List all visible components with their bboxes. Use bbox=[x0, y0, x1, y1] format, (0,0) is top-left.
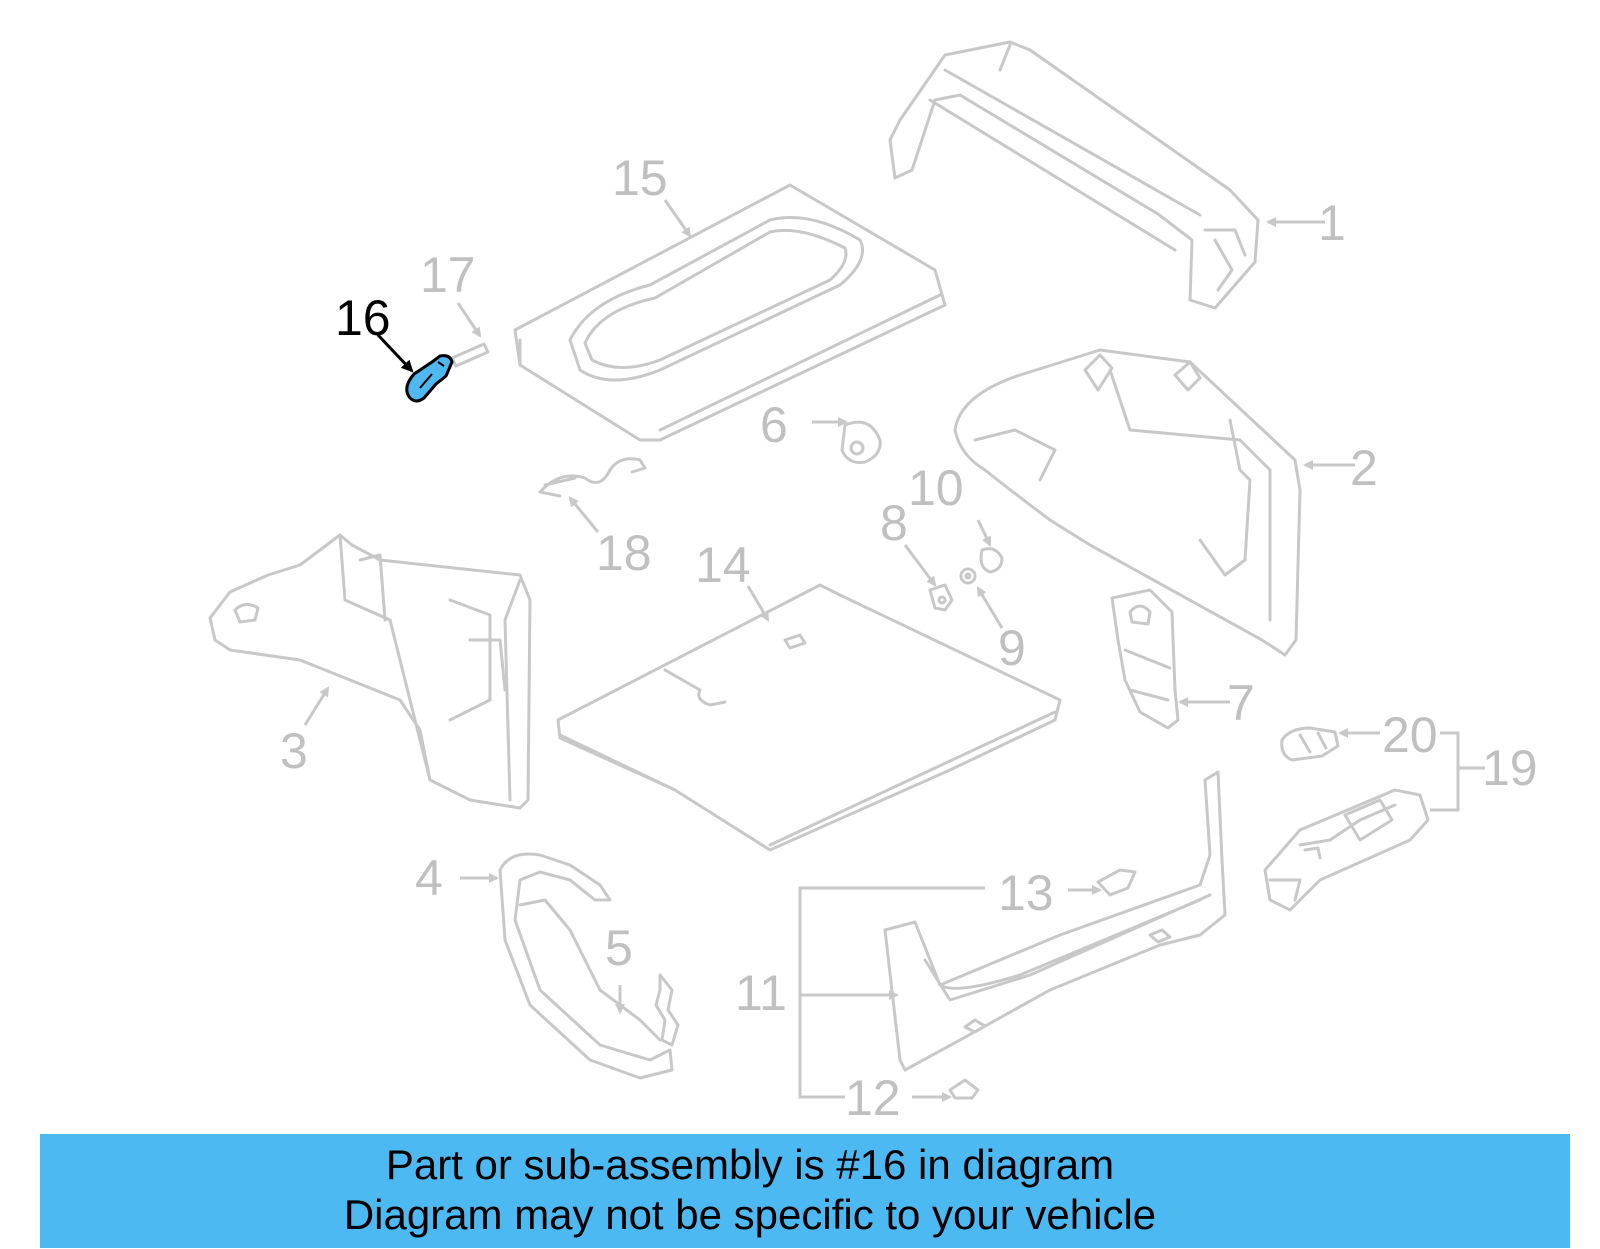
callout-11: 11 bbox=[735, 965, 787, 1021]
callout-14: 14 bbox=[695, 537, 751, 593]
part-15-package-tray bbox=[513, 183, 947, 442]
callout-5: 5 bbox=[605, 920, 633, 976]
part-3-side-trim-panel bbox=[208, 533, 532, 810]
part-7-bracket bbox=[1110, 588, 1180, 730]
part-19-lamp-assembly bbox=[1263, 788, 1430, 912]
leader-lines bbox=[303, 199, 1485, 1102]
part-5-seal-strip bbox=[654, 973, 680, 1047]
part-11-sill-panel bbox=[883, 770, 1227, 1072]
callout-10: 10 bbox=[908, 460, 964, 516]
callout-20: 20 bbox=[1382, 707, 1438, 763]
part-17-pin bbox=[450, 342, 490, 368]
part-18-cable bbox=[538, 457, 647, 498]
part-12-clip bbox=[948, 1078, 980, 1100]
part-13-clip bbox=[1096, 868, 1137, 897]
callout-17: 17 bbox=[420, 247, 476, 303]
callout-7: 7 bbox=[1227, 675, 1255, 731]
callout-19: 19 bbox=[1482, 740, 1538, 796]
banner-line-1: Part or sub-assembly is #16 in diagram bbox=[385, 1141, 1115, 1188]
part-14-floor-mat bbox=[556, 583, 1062, 852]
part-2-side-trim-panel bbox=[953, 348, 1302, 657]
callout-15: 15 bbox=[612, 150, 668, 206]
part-8-clip bbox=[928, 583, 954, 612]
callout-9: 9 bbox=[998, 620, 1026, 676]
callout-4: 4 bbox=[415, 850, 443, 906]
callout-13: 13 bbox=[998, 865, 1054, 921]
callout-16: 16 bbox=[335, 290, 391, 346]
callout-1: 1 bbox=[1318, 195, 1346, 251]
callout-8: 8 bbox=[880, 495, 908, 551]
callout-3: 3 bbox=[280, 723, 308, 779]
part-16-highlighted-clip bbox=[405, 354, 454, 403]
callout-12: 12 bbox=[845, 1070, 901, 1126]
info-banner: Part or sub-assembly is #16 in diagram D… bbox=[40, 1134, 1570, 1248]
part-20-bulb bbox=[1280, 726, 1340, 762]
part-1-upper-trim-panel bbox=[888, 40, 1260, 310]
callout-6: 6 bbox=[760, 397, 788, 453]
part-9-washer bbox=[959, 567, 977, 585]
callout-18: 18 bbox=[596, 525, 652, 581]
part-6-grommet bbox=[840, 420, 882, 464]
banner-line-2: Diagram may not be specific to your vehi… bbox=[343, 1191, 1157, 1238]
part-10-nut bbox=[979, 547, 1004, 574]
part-4-trim-piece bbox=[498, 852, 674, 1080]
callout-2: 2 bbox=[1350, 440, 1378, 496]
